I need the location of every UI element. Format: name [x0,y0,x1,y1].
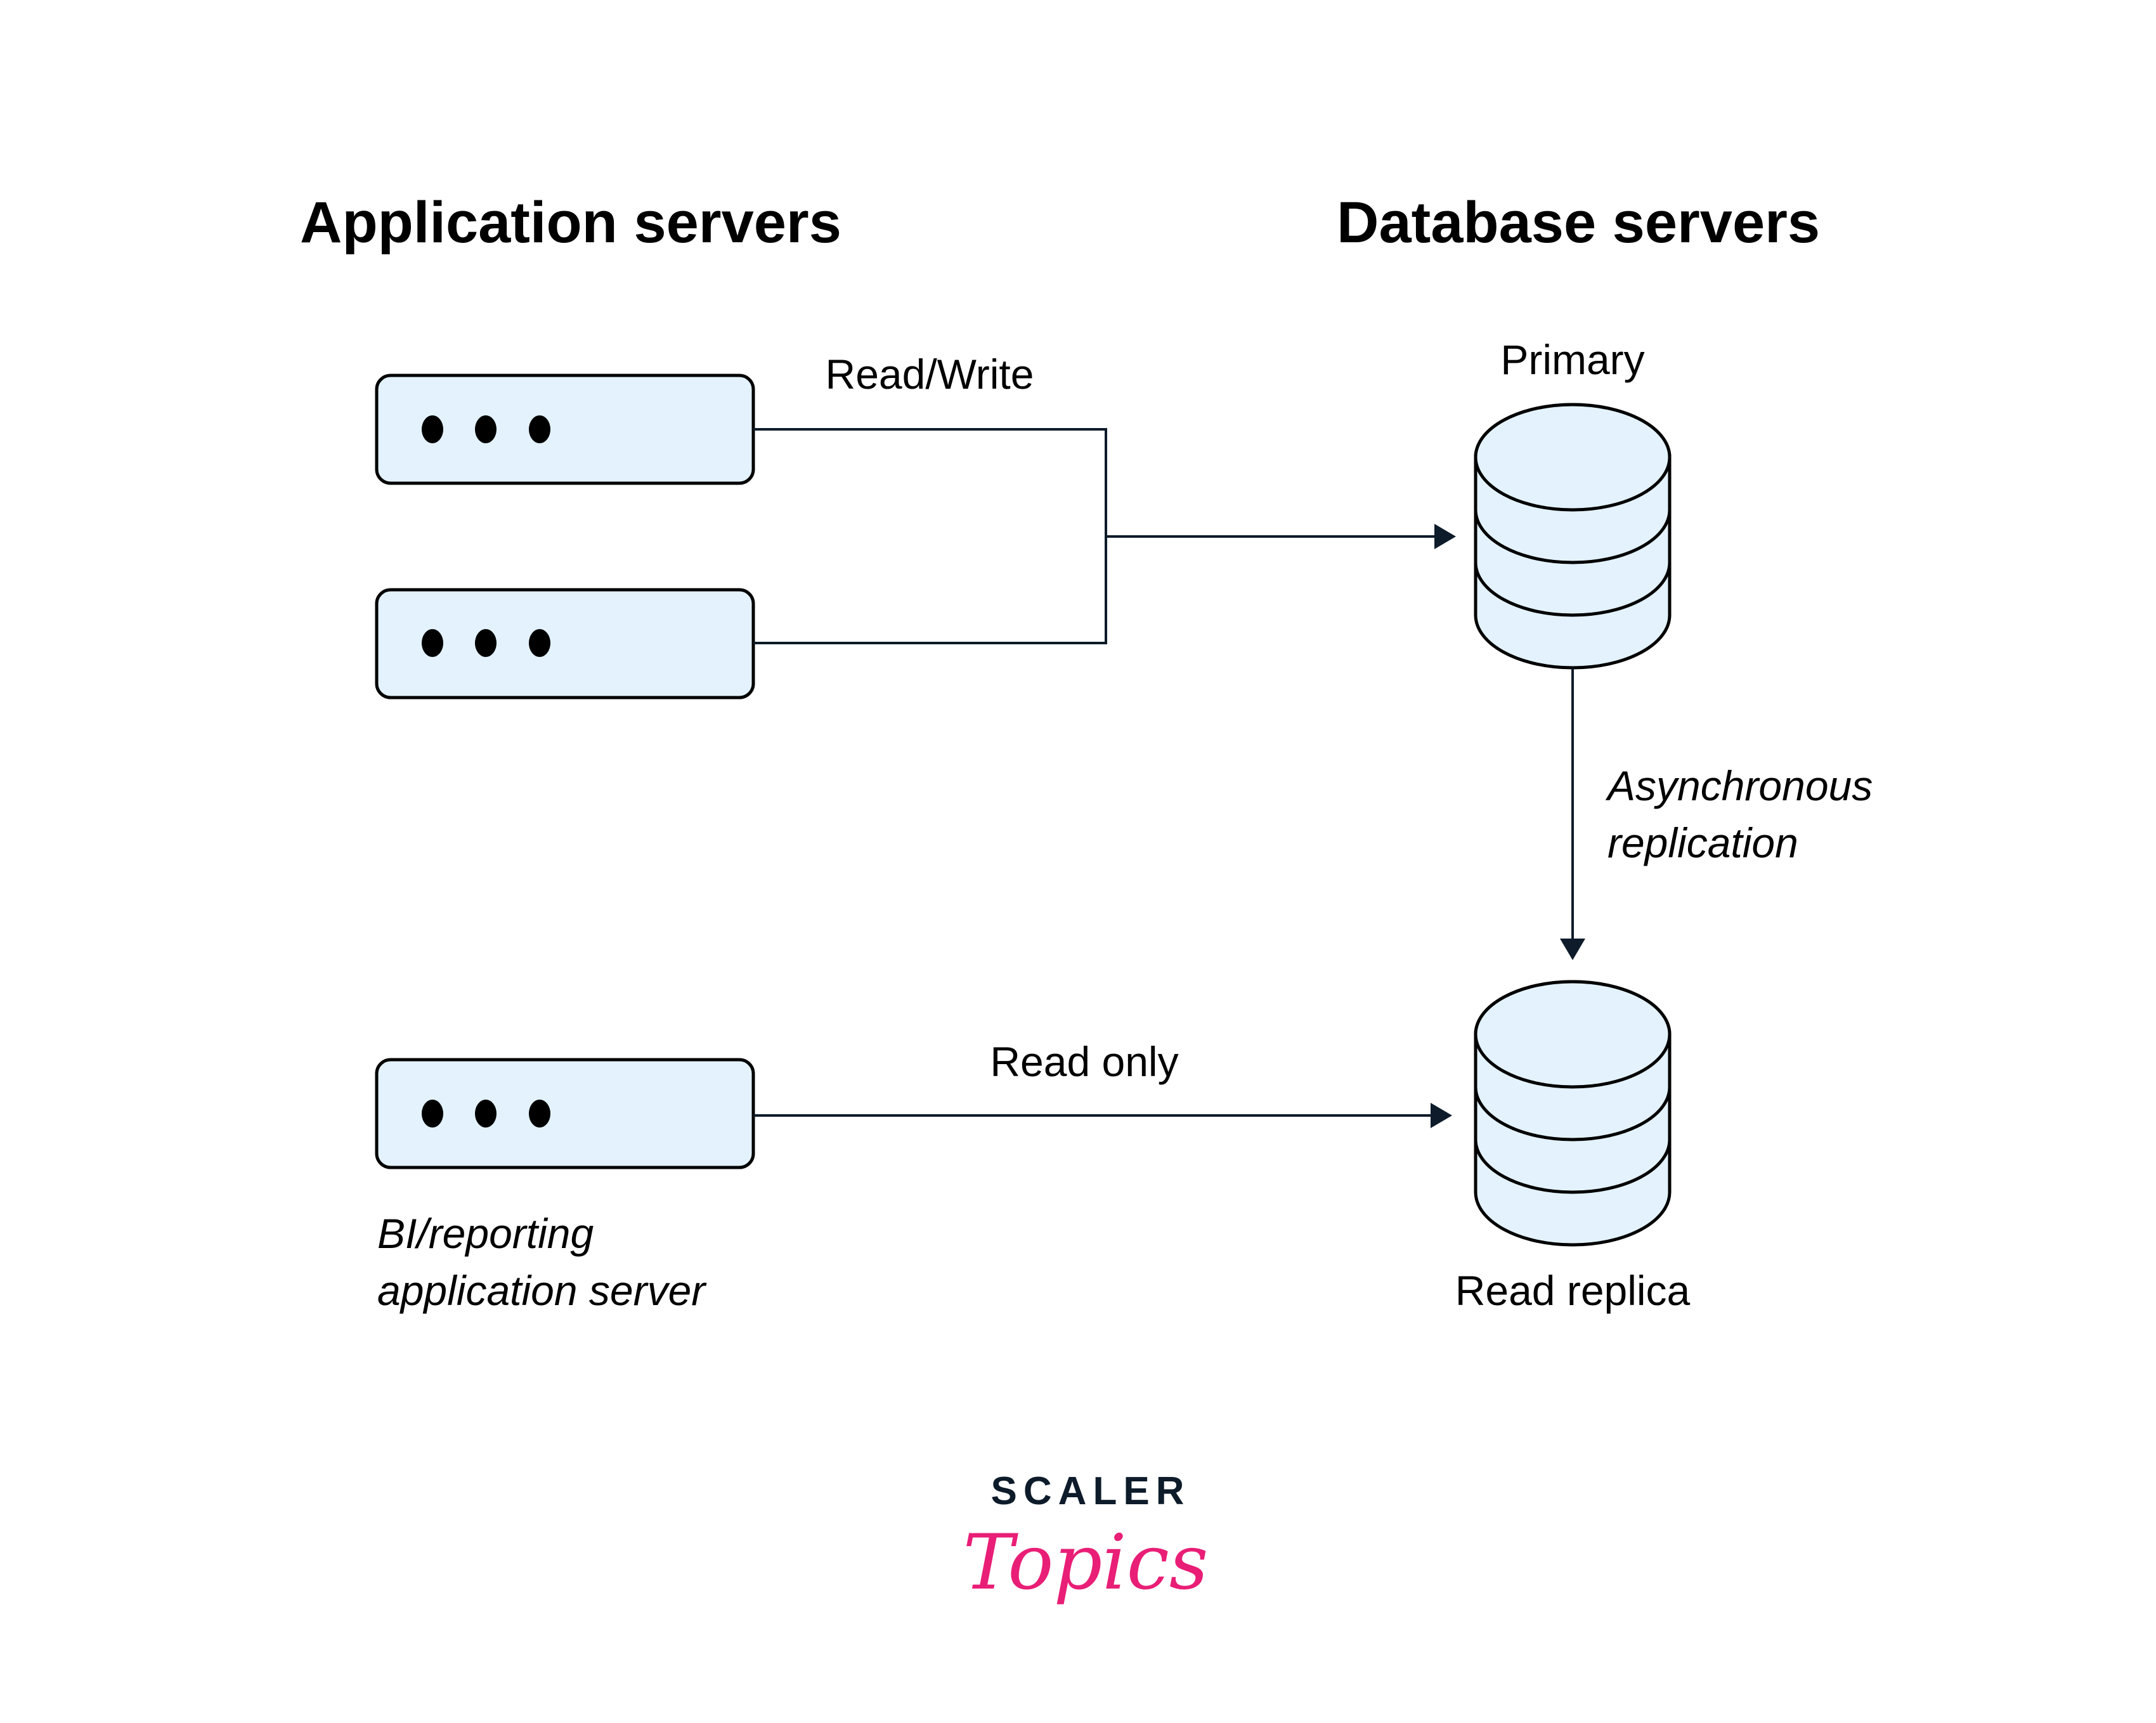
heading-application-servers: Application servers [300,190,841,255]
replication-label-line-1: Asynchronous [1605,762,1873,809]
scaler-topics-logo: SCALER Topics [963,1469,1209,1607]
logo-topics-text: Topics [963,1519,1209,1607]
replication-connector [1560,668,1585,960]
bi-reporting-server [375,1058,755,1169]
app-server-1 [375,374,755,485]
arrowhead-icon [1560,939,1585,960]
arrowhead-icon [1431,1103,1452,1128]
read-replica-label: Read replica [1455,1267,1691,1314]
bi-server-caption-line-1: BI/reporting [377,1210,594,1257]
arrowhead-icon [1434,524,1456,549]
ellipsis-dots-icon [422,1100,550,1128]
server-box [375,1058,755,1169]
app-server-2 [375,588,755,699]
primary-database-icon [1474,403,1672,670]
read-replica-database-icon [1474,980,1672,1247]
read-write-connector [753,428,1456,644]
heading-database-servers: Database servers [1337,190,1820,255]
logo-scaler-text: SCALER [991,1469,1191,1513]
primary-db-label: Primary [1500,336,1644,383]
read-write-label: Read/Write [826,351,1034,398]
read-only-connector [753,1103,1452,1128]
ellipsis-dots-icon [422,629,550,657]
replication-label-line-2: replication [1607,819,1798,866]
bi-server-caption-line-2: application server [377,1267,707,1314]
ellipsis-dots-icon [422,415,550,443]
read-only-label: Read only [990,1038,1178,1085]
